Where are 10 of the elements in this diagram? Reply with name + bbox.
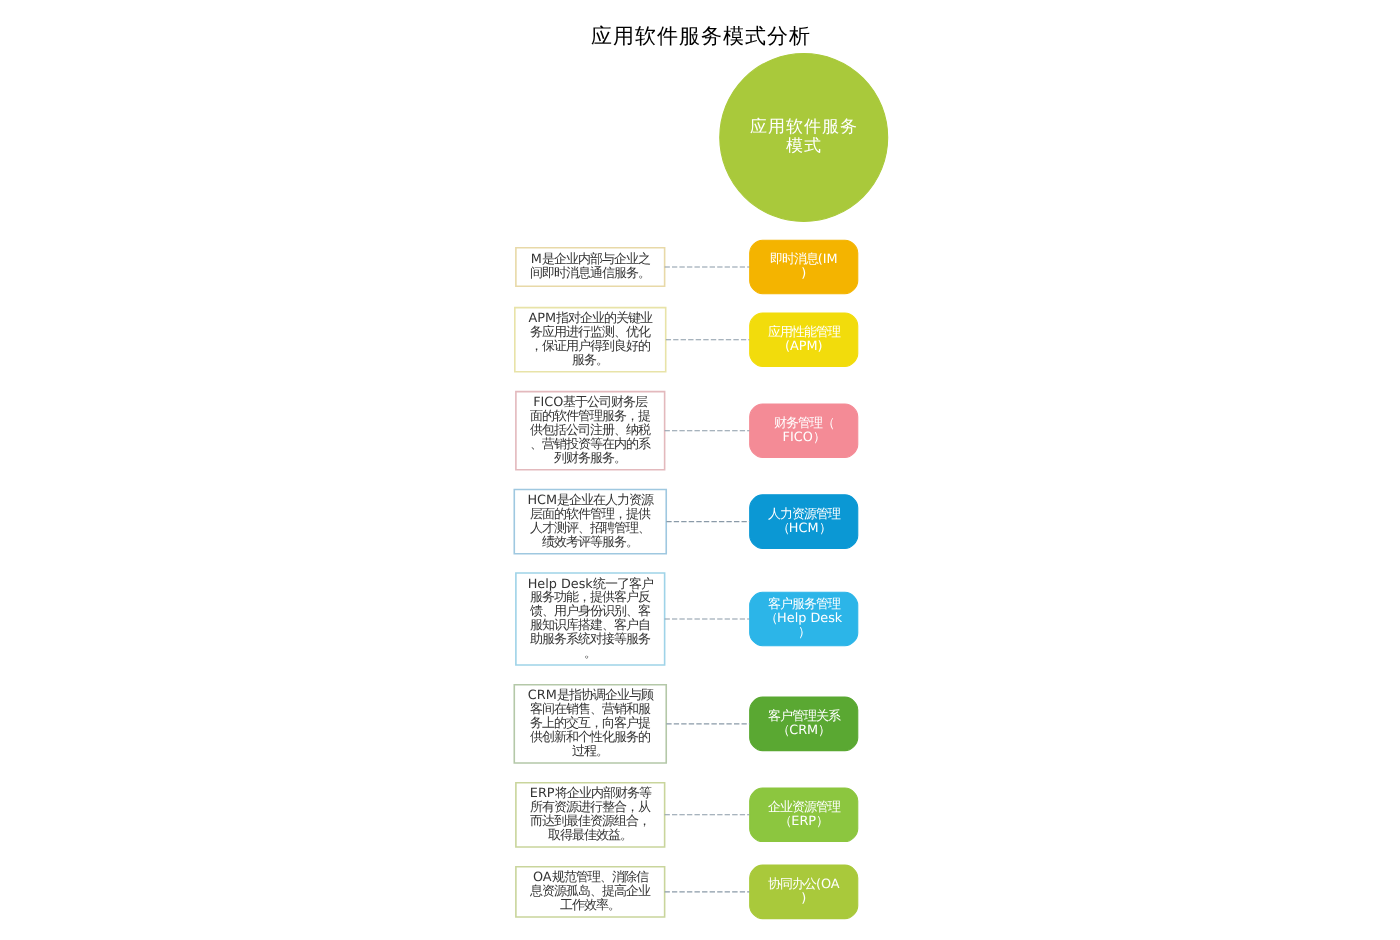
connector [663, 618, 749, 620]
connector [664, 339, 749, 341]
connector [664, 723, 750, 725]
diagram-title: 应用软件服务模式分析 [590, 22, 810, 49]
connector [663, 266, 749, 268]
connector [663, 430, 749, 432]
connector [663, 891, 749, 893]
connector [663, 814, 749, 816]
node-circle: 应用软件服务模式 [718, 52, 888, 222]
connector [664, 521, 750, 523]
